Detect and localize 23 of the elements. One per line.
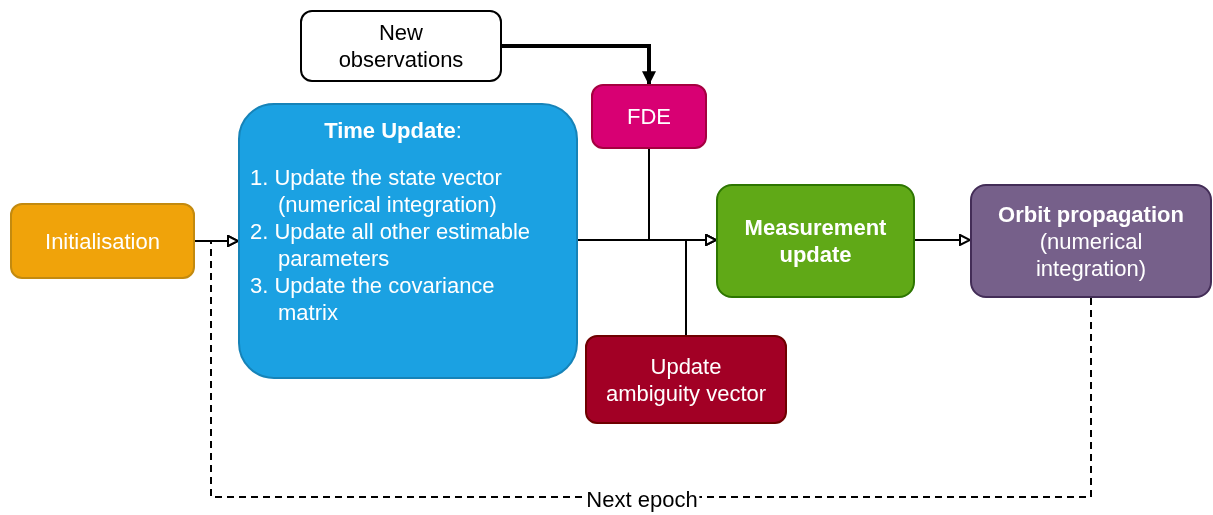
list-item: 1. Update the state vector (numerical integration) bbox=[250, 164, 503, 218]
edge-label: Next epoch bbox=[584, 489, 700, 511]
process-box bbox=[716, 184, 915, 298]
process-box bbox=[238, 103, 578, 379]
box-label: FDE bbox=[627, 103, 671, 130]
box-heading: Time Update: bbox=[324, 117, 462, 144]
box-heading: Orbit propagation bbox=[998, 200, 1184, 228]
process-box bbox=[591, 84, 707, 149]
process-box bbox=[970, 184, 1212, 298]
process-box bbox=[10, 203, 195, 279]
box-label: Initialisation bbox=[45, 227, 160, 255]
arrow bbox=[685, 234, 717, 336]
dashed-arrow bbox=[210, 235, 1092, 498]
box-label: Measurement update bbox=[743, 214, 888, 268]
arrow bbox=[502, 44, 656, 86]
arrow bbox=[914, 234, 971, 246]
list-item: 2. Update all other estimable parameters bbox=[250, 218, 532, 272]
box-label: (numerical integration) bbox=[1034, 227, 1148, 282]
box-label: Update ambiguity vector bbox=[604, 352, 768, 407]
process-box bbox=[585, 335, 787, 424]
box-label: New observations bbox=[337, 19, 465, 73]
input-box bbox=[300, 10, 502, 82]
list-item: 3. Update the covariance matrix bbox=[250, 272, 496, 326]
